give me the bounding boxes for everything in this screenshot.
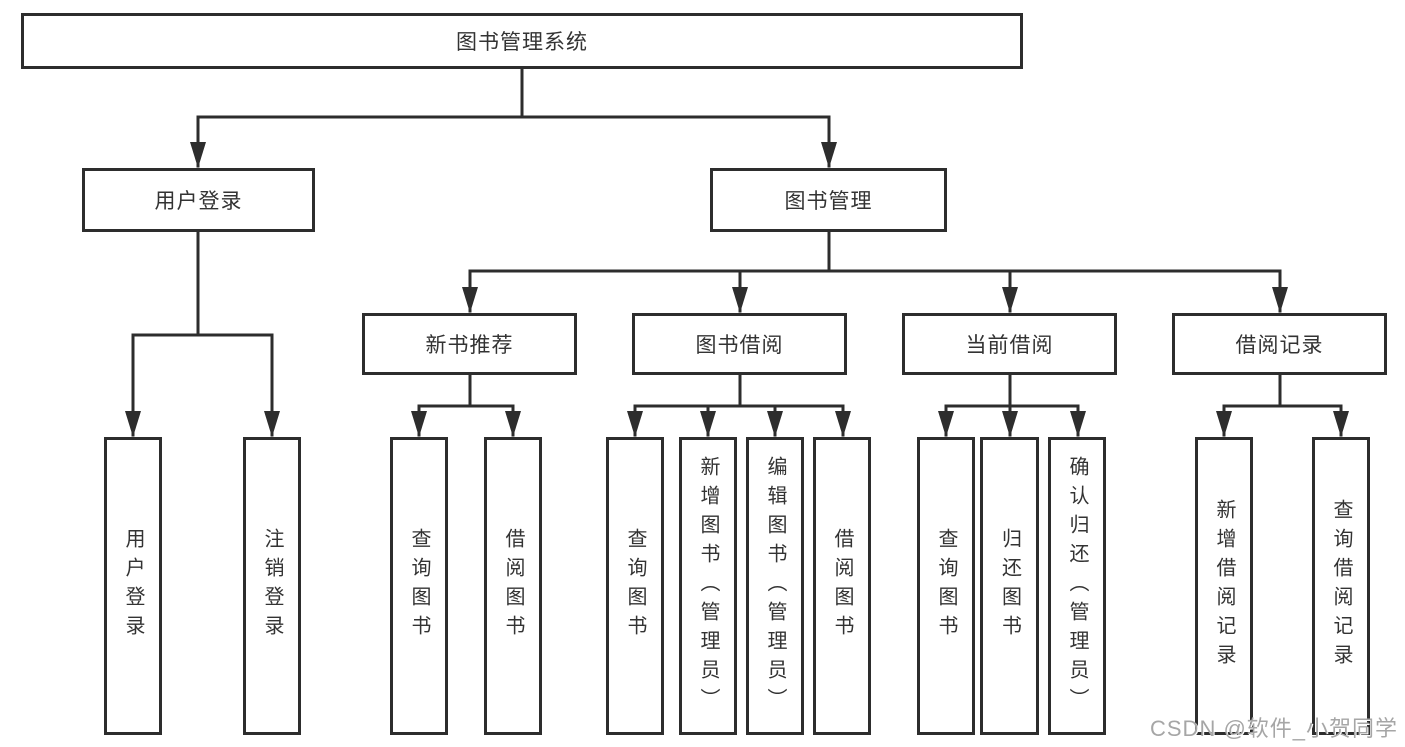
node-user-login-label: 用户登录 xyxy=(154,190,243,213)
node-root-label: 图书管理系统 xyxy=(456,31,588,54)
leaf-cb-confirm-return-admin-label: 确认归还（管理员） xyxy=(1066,455,1088,717)
arrowhead-icon xyxy=(1272,287,1288,313)
leaf-bb-edit-books-admin-label: 编辑图书（管理员） xyxy=(764,455,786,717)
arrowhead-icon xyxy=(1002,287,1018,313)
arrowhead-icon xyxy=(938,411,954,437)
arrowheads xyxy=(125,142,1349,437)
node-root: 图书管理系统 xyxy=(21,13,1023,69)
arrowhead-icon xyxy=(627,411,643,437)
leaf-bb-query-books-label: 查询图书 xyxy=(624,528,646,644)
leaf-cb-return-books: 归还图书 xyxy=(980,437,1039,735)
leaf-br-add-record: 新增借阅记录 xyxy=(1195,437,1253,735)
leaf-bb-query-books: 查询图书 xyxy=(606,437,664,735)
node-current-borrowing: 当前借阅 xyxy=(902,313,1117,375)
node-borrowing-records: 借阅记录 xyxy=(1172,313,1387,375)
leaf-logout: 注销登录 xyxy=(243,437,301,735)
leaf-bb-edit-books-admin: 编辑图书（管理员） xyxy=(746,437,804,735)
leaf-nbr-borrow-books-label: 借阅图书 xyxy=(502,528,524,644)
node-book-management: 图书管理 xyxy=(710,168,947,232)
node-user-login: 用户登录 xyxy=(82,168,315,232)
leaf-br-query-record-label: 查询借阅记录 xyxy=(1330,499,1352,673)
arrowhead-icon xyxy=(821,142,837,168)
node-current-borrowing-label: 当前借阅 xyxy=(965,334,1054,357)
node-book-borrowing-label: 图书借阅 xyxy=(695,334,784,357)
node-new-book-recommend-label: 新书推荐 xyxy=(425,334,514,357)
arrowhead-icon xyxy=(1333,411,1349,437)
leaf-nbr-borrow-books: 借阅图书 xyxy=(484,437,542,735)
leaf-nbr-query-books: 查询图书 xyxy=(390,437,448,735)
leaf-br-add-record-label: 新增借阅记录 xyxy=(1213,499,1235,673)
arrowhead-icon xyxy=(462,287,478,313)
arrowhead-icon xyxy=(732,287,748,313)
leaf-logout-label: 注销登录 xyxy=(261,528,283,644)
arrowhead-icon xyxy=(190,142,206,168)
node-book-borrowing: 图书借阅 xyxy=(632,313,847,375)
arrowhead-icon xyxy=(767,411,783,437)
leaf-cb-query-books-label: 查询图书 xyxy=(935,528,957,644)
arrowhead-icon xyxy=(1002,411,1018,437)
node-book-management-label: 图书管理 xyxy=(784,190,873,213)
arrowhead-icon xyxy=(835,411,851,437)
arrowhead-icon xyxy=(264,411,280,437)
leaf-cb-query-books: 查询图书 xyxy=(917,437,975,735)
node-borrowing-records-label: 借阅记录 xyxy=(1235,334,1324,357)
leaf-user-login: 用户登录 xyxy=(104,437,162,735)
node-new-book-recommend: 新书推荐 xyxy=(362,313,577,375)
leaf-br-query-record: 查询借阅记录 xyxy=(1312,437,1370,735)
leaf-bb-add-books-admin: 新增图书（管理员） xyxy=(679,437,737,735)
arrowhead-icon xyxy=(125,411,141,437)
leaf-bb-borrow-books: 借阅图书 xyxy=(813,437,871,735)
arrowhead-icon xyxy=(700,411,716,437)
leaf-cb-confirm-return-admin: 确认归还（管理员） xyxy=(1048,437,1106,735)
leaf-bb-borrow-books-label: 借阅图书 xyxy=(831,528,853,644)
arrowhead-icon xyxy=(505,411,521,437)
leaf-user-login-label: 用户登录 xyxy=(122,528,144,644)
arrowhead-icon xyxy=(411,411,427,437)
arrowhead-icon xyxy=(1216,411,1232,437)
leaf-cb-return-books-label: 归还图书 xyxy=(998,528,1021,644)
connector-paths xyxy=(131,67,1343,437)
arrowhead-icon xyxy=(1070,411,1086,437)
watermark-text: CSDN @软件_小贺同学 xyxy=(1150,716,1399,741)
leaf-bb-add-books-admin-label: 新增图书（管理员） xyxy=(697,455,719,717)
leaf-nbr-query-books-label: 查询图书 xyxy=(408,528,430,644)
